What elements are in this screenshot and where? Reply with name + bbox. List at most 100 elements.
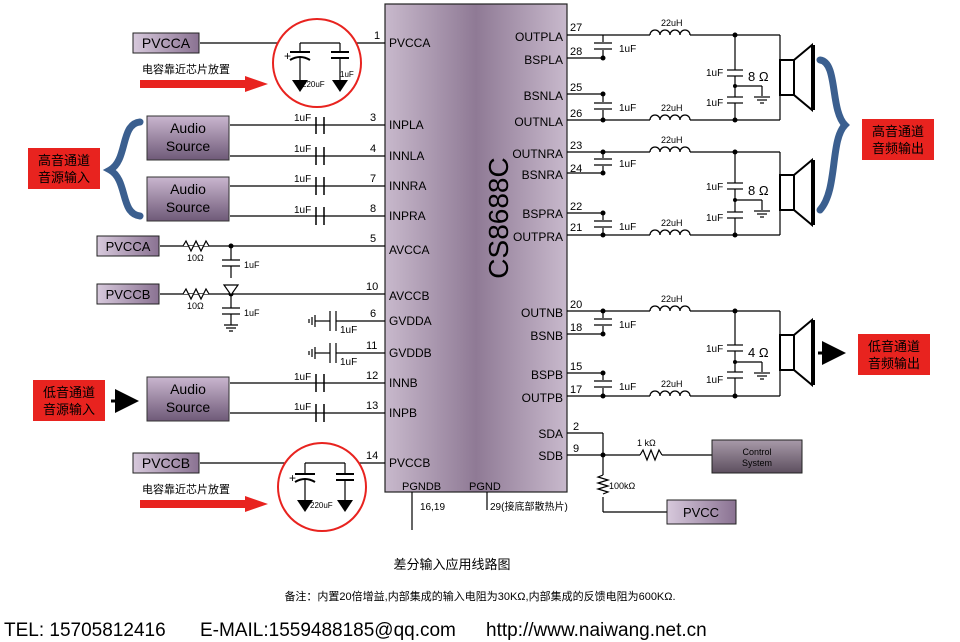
- svg-text:1uF: 1uF: [619, 44, 636, 55]
- svg-text:电容靠近芯片放置: 电容靠近芯片放置: [142, 482, 230, 496]
- resistor-labels: 10Ω 10Ω 1uF 1uF: [187, 253, 260, 318]
- low-out-box: 低音通道 音频输出: [858, 334, 930, 375]
- svg-text:1uF: 1uF: [706, 375, 723, 386]
- svg-text:23: 23: [570, 140, 582, 152]
- svg-text:1uF: 1uF: [706, 182, 723, 193]
- svg-text:1uF: 1uF: [294, 113, 311, 124]
- right-pins: 27 OUTPLA 28 BSPLA 25 BSNLA 26 OUTNLA 23…: [512, 22, 582, 463]
- svg-text:高音通道: 高音通道: [38, 153, 90, 168]
- svg-text:OUTPB: OUTPB: [522, 391, 563, 405]
- svg-text:OUTNLA: OUTNLA: [514, 115, 563, 129]
- svg-text:OUTNB: OUTNB: [521, 306, 563, 320]
- pin-name: AVCCA: [389, 243, 429, 257]
- speaker-impedance: 8 Ω: [748, 183, 769, 198]
- svg-text:PVCC: PVCC: [683, 505, 719, 520]
- svg-text:1uF: 1uF: [619, 382, 636, 393]
- input-caps: [315, 117, 325, 422]
- contact-tel: TEL: 15705812416: [4, 620, 166, 641]
- svg-text:22: 22: [570, 201, 582, 213]
- svg-text:1uF: 1uF: [706, 98, 723, 109]
- footnote: 备注：内置20倍增益,内部集成的输入电阻为30KΩ,内部集成的反馈电阻为600K…: [284, 589, 675, 603]
- svg-text:27: 27: [570, 22, 582, 34]
- svg-text:22uH: 22uH: [661, 294, 683, 304]
- svg-text:电容靠近芯片放置: 电容靠近芯片放置: [142, 62, 230, 76]
- pin-num: 3: [370, 112, 376, 124]
- svg-text:OUTPRA: OUTPRA: [513, 230, 563, 244]
- svg-text:22uH: 22uH: [661, 103, 683, 113]
- svg-text:220uF: 220uF: [302, 80, 325, 89]
- svg-text:22uH: 22uH: [661, 379, 683, 389]
- res-1k-label: 1 kΩ: [637, 438, 656, 448]
- svg-text:BSNLA: BSNLA: [524, 89, 563, 103]
- left-pins: 1 PVCCA 3 INPLA 4 INNLA 7 INNRA 8 INPRA …: [366, 30, 432, 470]
- svg-text:21: 21: [570, 222, 582, 234]
- pin-num: 6: [370, 308, 376, 320]
- svg-text:1uF: 1uF: [619, 222, 636, 233]
- pin-num: 5: [370, 233, 376, 245]
- bottom-pins: PGNDB PGND 16,19 29(接底部散热片): [402, 481, 568, 530]
- svg-text:1uF: 1uF: [294, 402, 311, 413]
- pin-name: INPLA: [389, 118, 424, 132]
- svg-text:1uF: 1uF: [294, 205, 311, 216]
- svg-text:BSNRA: BSNRA: [522, 168, 563, 182]
- avcc-resistors: [182, 239, 240, 332]
- svg-text:Source: Source: [166, 399, 211, 415]
- audio-source-3: Audio Source: [146, 376, 230, 422]
- svg-text:音源输入: 音源输入: [43, 402, 95, 417]
- res-100k-label: 100kΩ: [609, 481, 636, 491]
- svg-text:Audio: Audio: [170, 381, 206, 397]
- svg-text:28: 28: [570, 46, 582, 58]
- svg-text:220uF: 220uF: [310, 501, 333, 510]
- svg-text:PVCCA: PVCCA: [106, 239, 151, 254]
- control-resistors: [595, 448, 663, 495]
- svg-text:1uF: 1uF: [340, 70, 354, 79]
- svg-text:BSPLA: BSPLA: [524, 53, 563, 67]
- audio-source-1: Audio Source: [146, 115, 230, 161]
- inductor-labels: 22uH 22uH 22uH 22uH 22uH 22uH: [661, 18, 683, 389]
- svg-text:BSNB: BSNB: [530, 329, 563, 343]
- pin-name: INNRA: [389, 179, 426, 193]
- decoupling-circle-top: + 1uF 220uF: [272, 18, 362, 108]
- svg-text:15: 15: [570, 361, 582, 373]
- speaker-mid-icon: [779, 157, 815, 228]
- pin-num: 10: [366, 281, 378, 293]
- pin-name: INPB: [389, 406, 417, 420]
- svg-text:18: 18: [570, 322, 582, 334]
- svg-text:10Ω: 10Ω: [187, 301, 204, 311]
- svg-text:+: +: [284, 49, 291, 63]
- pin-name: INNLA: [389, 149, 424, 163]
- chip-name: CS8688C: [483, 157, 514, 278]
- pin-num: 12: [366, 370, 378, 382]
- left-brace: [102, 118, 144, 220]
- svg-text:高音通道: 高音通道: [872, 124, 924, 139]
- svg-text:1uF: 1uF: [706, 68, 723, 79]
- speaker-impedance: 4 Ω: [748, 345, 769, 360]
- cap-place-note-top: 电容靠近芯片放置: [140, 62, 268, 92]
- svg-text:Audio: Audio: [170, 120, 206, 136]
- svg-text:1uF: 1uF: [619, 103, 636, 114]
- svg-text:OUTPLA: OUTPLA: [515, 30, 563, 44]
- svg-text:PVCCB: PVCCB: [106, 287, 151, 302]
- svg-text:26: 26: [570, 108, 582, 120]
- pin-num: 8: [370, 203, 376, 215]
- svg-text:1uF: 1uF: [294, 174, 311, 185]
- pin-num: 14: [366, 450, 378, 462]
- gvdd-caps: [308, 311, 340, 363]
- svg-text:音频输出: 音频输出: [868, 356, 920, 371]
- svg-text:29(接底部散热片): 29(接底部散热片): [490, 500, 568, 513]
- pin-name: AVCCB: [389, 289, 429, 303]
- pin-name: GVDDB: [389, 346, 432, 360]
- speaker-impedance: 8 Ω: [748, 69, 769, 84]
- control-system-box: Control System: [711, 439, 803, 474]
- svg-text:9: 9: [573, 443, 579, 455]
- gvddb-cap-label: 1uF: [340, 357, 357, 368]
- svg-text:1uF: 1uF: [244, 260, 260, 270]
- svg-text:PVCCA: PVCCA: [142, 35, 191, 51]
- svg-text:22uH: 22uH: [661, 135, 683, 145]
- svg-text:Control: Control: [742, 447, 771, 457]
- svg-text:BSPB: BSPB: [531, 368, 563, 382]
- svg-text:低音通道: 低音通道: [868, 339, 920, 354]
- svg-text:16,19: 16,19: [420, 502, 445, 513]
- svg-text:10Ω: 10Ω: [187, 253, 204, 263]
